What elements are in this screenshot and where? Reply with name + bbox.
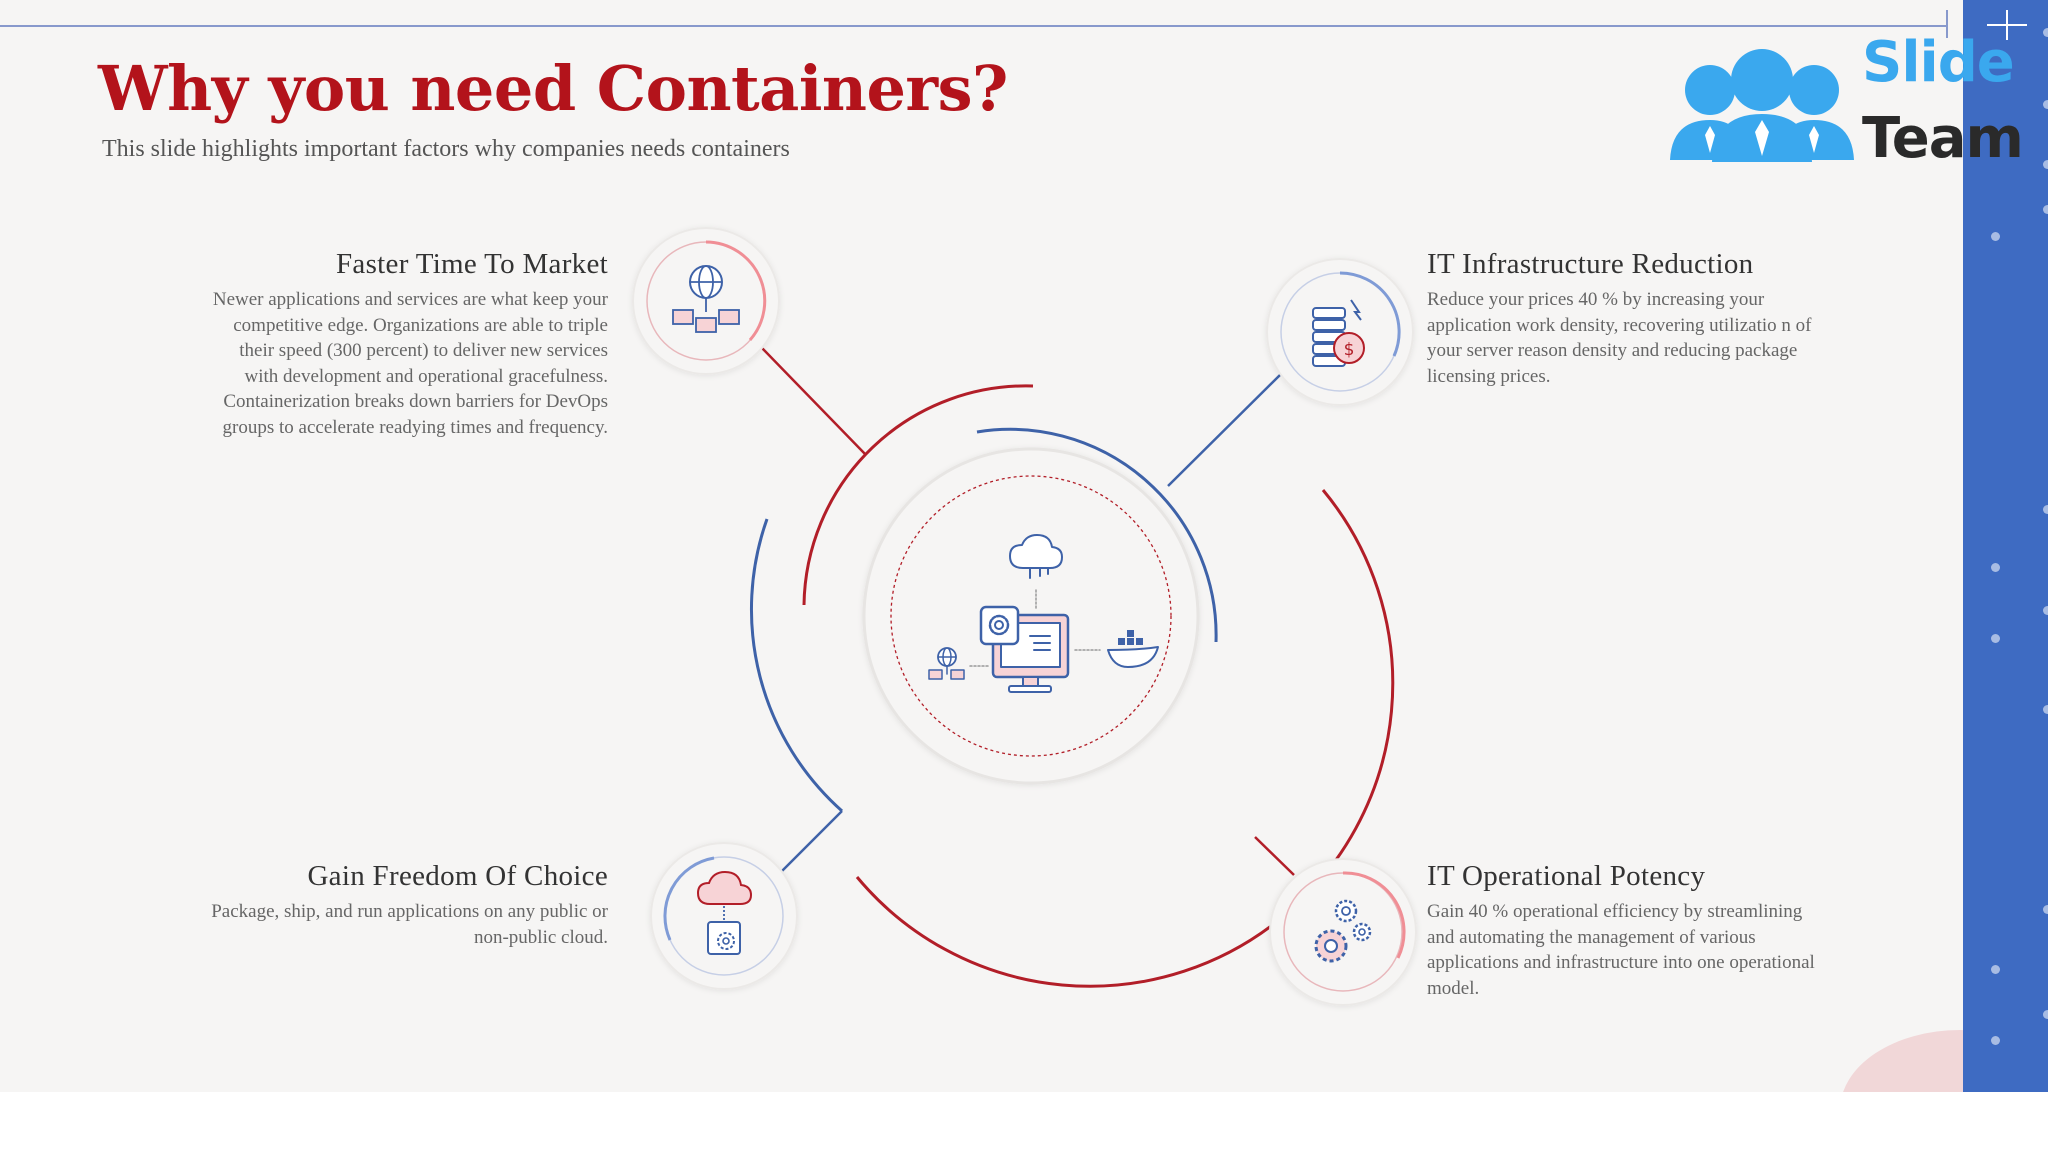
point-title: IT Infrastructure Reduction <box>1427 248 1754 280</box>
people-logo-icon <box>1670 49 1854 162</box>
point-body: Package, ship, and run applications on a… <box>211 901 608 948</box>
decor-dot <box>1991 1036 2000 1045</box>
slideteam-logo: Slide Team <box>1662 28 2024 173</box>
plus-icon <box>1987 10 2027 40</box>
containers-diagram: $ <box>632 227 1417 1006</box>
right-decor-panel <box>1963 0 2048 1092</box>
top-rule <box>0 25 1948 27</box>
point-body: Reduce your prices 40 % by increasing yo… <box>1427 289 1812 387</box>
coins-dollar-icon: $ <box>1266 258 1414 406</box>
cloud-settings-icon <box>650 842 798 990</box>
connector-line <box>761 347 867 456</box>
gears-icon <box>1269 858 1417 1006</box>
decor-dot <box>2043 28 2048 37</box>
logo-text-slide: Slide <box>1862 30 2015 95</box>
container-computer-icon <box>928 534 1159 693</box>
point-faster-time-to-market: Faster Time To Market Newer applications… <box>208 248 608 441</box>
decor-dot <box>2043 505 2048 514</box>
network-globe-icon <box>632 227 780 375</box>
decor-dot <box>2043 205 2048 214</box>
slide-subtitle: This slide highlights important factors … <box>102 136 790 162</box>
decor-dot <box>2043 100 2048 109</box>
svg-text:$: $ <box>1344 340 1355 360</box>
point-title: IT Operational Potency <box>1427 860 1706 892</box>
point-title: Faster Time To Market <box>336 248 608 280</box>
decor-dot <box>1991 634 2000 643</box>
point-it-infrastructure-reduction: IT Infrastructure Reduction Reduce your … <box>1427 248 1827 389</box>
top-tick <box>1946 10 1948 38</box>
connector-line <box>1167 374 1281 487</box>
point-body: Newer applications and services are what… <box>212 289 608 438</box>
center-dotted-ring <box>890 475 1172 757</box>
point-title: Gain Freedom Of Choice <box>307 860 608 892</box>
decor-dot <box>2043 160 2048 169</box>
decor-dot <box>2043 1010 2048 1019</box>
connector-line <box>781 810 843 872</box>
logo-text-team: Team <box>1862 106 2024 171</box>
decor-dot <box>1991 232 2000 241</box>
decor-dot <box>1991 563 2000 572</box>
point-it-operational-potency: IT Operational Potency Gain 40 % operati… <box>1427 860 1827 1001</box>
decor-dot <box>2043 606 2048 615</box>
slide: Why you need Containers? This slide high… <box>0 0 2048 1092</box>
slide-title: Why you need Containers? <box>98 52 1008 125</box>
decor-dot <box>1991 965 2000 974</box>
point-gain-freedom-of-choice: Gain Freedom Of Choice Package, ship, an… <box>208 860 608 950</box>
spacer-arc <box>857 872 1118 911</box>
decor-dot <box>2043 905 2048 914</box>
middle-arc-blue <box>976 427 1218 643</box>
point-body: Gain 40 % operational efficiency by stre… <box>1427 901 1815 999</box>
outer-arc-blue <box>749 518 843 813</box>
middle-arc-red <box>802 384 1034 606</box>
connector-line <box>1254 836 1295 876</box>
decor-dot <box>2043 705 2048 714</box>
